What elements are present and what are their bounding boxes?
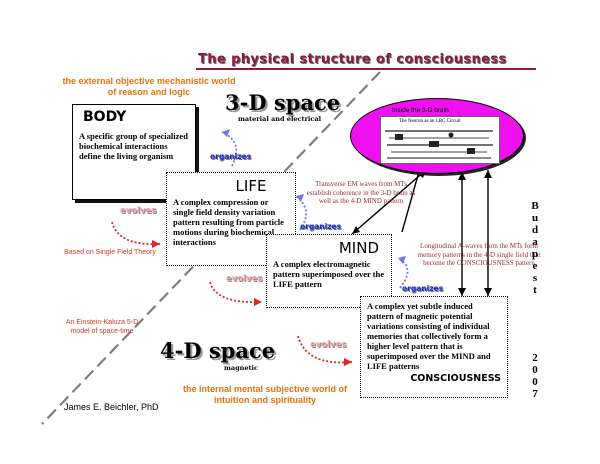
organize-arrowhead-3 [398, 256, 406, 264]
title-underline [196, 68, 536, 70]
evolves-arrow-2 [209, 281, 263, 304]
longitudinal-arrowhead-a1 [458, 172, 466, 180]
single-field-note: Based on Single Field Theory [64, 249, 156, 256]
evolves-arrowhead-1 [152, 240, 160, 248]
evolves-label-1: evolves [120, 206, 157, 216]
evolves-arrowhead-3 [344, 358, 352, 366]
city-letter: s [532, 272, 538, 284]
mind-title: MIND [338, 239, 379, 257]
internal-world-label: the internal mental subjective world of … [182, 384, 348, 405]
author-name: James E. Beichler, PhD [64, 402, 159, 412]
city-letter: p [531, 248, 539, 260]
mind-text: A complex electromagnetic pattern superi… [273, 259, 385, 289]
life-title: LIFE [235, 177, 267, 195]
evolves-arrowhead-2 [254, 298, 262, 306]
circuit-sketch [385, 130, 493, 159]
city-letter: d [531, 224, 539, 236]
kaluza-note: An Einstein-Kaluza 5-D model of space-ti… [65, 319, 139, 335]
consciousness-title: CONSCIOUSNESS [410, 373, 501, 384]
longitudinal-arrowhead-b1 [484, 170, 492, 178]
city-letter: t [533, 284, 537, 296]
city-letter: e [532, 260, 538, 272]
longitudinal-arrowhead-b2 [484, 288, 492, 296]
city-letter: u [531, 212, 539, 224]
brain-title: Inside the 3-D brain [392, 107, 449, 114]
life-text: A complex compression or single field de… [173, 197, 284, 247]
transverse-arrow-a [351, 169, 427, 235]
city-vertical: B u d a p e s t [528, 200, 542, 296]
evolves-label-3: evolves [310, 340, 347, 350]
neuron-circuit-image: The Neuron as an LRC Circuit [380, 116, 500, 164]
city-letter: a [532, 236, 538, 248]
longitudinal-arrowhead-a2 [458, 288, 466, 296]
transverse-arrowhead-a [352, 226, 360, 234]
evolves-label-2: evolves [226, 274, 263, 284]
organizes-label-3: organizes [402, 284, 444, 293]
transverse-arrow-b [401, 167, 421, 233]
year-digit: 7 [532, 388, 538, 400]
year-digit: 0 [532, 376, 538, 388]
page-title: The physical structure of consciousness [198, 52, 507, 67]
longitudinal-annotation: Longitudinal A-waves from the MTs form m… [417, 242, 541, 267]
space-3d-label: 3-D space [225, 90, 341, 115]
body-text: A specific group of specialized biochemi… [79, 131, 188, 161]
city-letter: B [531, 200, 539, 212]
evolves-arrow-3 [297, 335, 353, 364]
life-box: LIFE A complex compression or single fie… [166, 172, 296, 266]
neuron-circuit-caption: The Neuron as an LRC Circuit [399, 119, 461, 124]
year-digit: 0 [532, 364, 538, 376]
space-3d-sublabel: material and electrical [238, 115, 322, 123]
transverse-annotation: Transverse EM waves from MTs establish c… [306, 180, 416, 205]
space-4d-label: 4-D space [160, 338, 276, 363]
year-digit: 2 [532, 352, 538, 364]
space-4d-sublabel: magnetic [224, 364, 258, 372]
organizes-label-2: organizes [300, 222, 342, 231]
body-title: BODY [83, 109, 127, 125]
organizes-label-1: organizes [210, 152, 252, 161]
year-vertical: 2 0 0 7 [528, 352, 542, 400]
organize-arrowhead-2 [296, 194, 304, 202]
mind-box: MIND A complex electromagnetic pattern s… [266, 234, 392, 308]
organize-arrowhead-1 [222, 129, 230, 137]
external-world-label: the external objective mechanistic world… [62, 76, 236, 97]
consciousness-box: A complex yet subtle induced pattern of … [360, 296, 508, 398]
consciousness-text: A complex yet subtle induced pattern of … [367, 301, 491, 371]
